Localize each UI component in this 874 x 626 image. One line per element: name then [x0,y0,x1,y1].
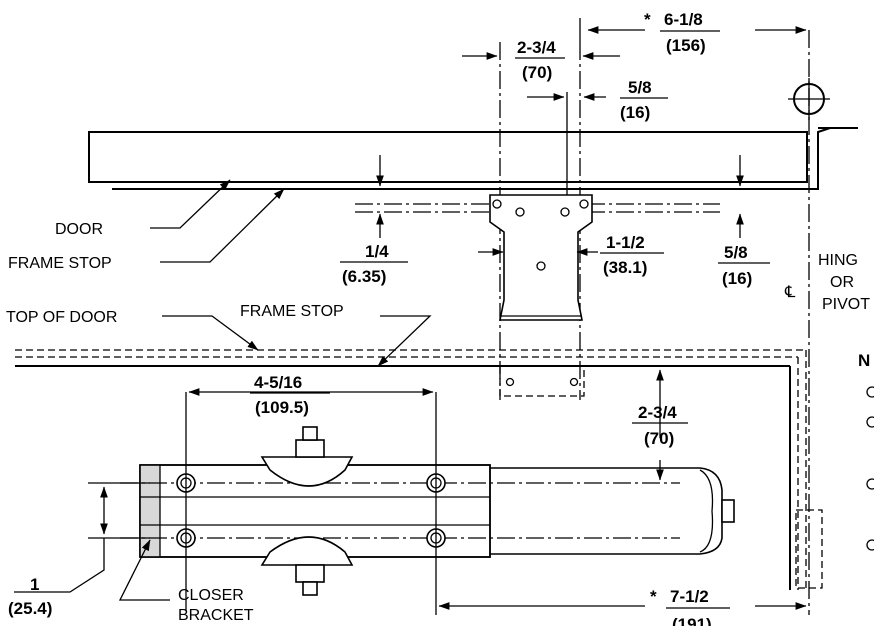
note-heading: N [858,351,870,370]
dim-2-3-4-right-inch: 2-3/4 [638,403,677,422]
closer-bracket-label-1: CLOSER [178,587,244,604]
dim-1-inch: 1 [30,575,39,594]
top-of-door-label: TOP OF DOOR [6,309,117,326]
door-top-view [88,127,858,190]
dim-1-1-2-mm: (38.1) [603,258,647,277]
dim-7-1-2-inch: 7-1/2 [670,587,709,606]
dim-1-1-2-inch: 1-1/2 [606,233,645,252]
dim-2-3-4-top-inch: 2-3/4 [517,38,556,57]
dim-7-1-2-star: * [650,587,657,606]
frame-stop-lower-label: FRAME STOP [240,303,344,320]
dim-2-3-4-right-mm: (70) [644,429,674,448]
door-outline [88,131,808,183]
dim-5-8-top-mm: (16) [620,103,650,122]
arm-shaft-bottom [260,536,354,566]
dim-6-1-8-star: * [644,10,651,29]
dim-1-4-mm: (6.35) [342,267,386,286]
hinge-label-2: OR [830,274,854,291]
frame-side-view [15,349,823,590]
dim-4-5-16-inch: 4-5/16 [254,373,302,392]
closer-bracket-label-2: BRACKET [178,607,254,624]
hinge-label-1: HING [818,252,858,269]
closer-body [120,426,735,596]
door-label: DOOR [55,221,103,238]
frame-stop-upper-label: FRAME STOP [8,255,112,272]
arm-shaft-top [260,456,354,487]
dim-1-mm: (25.4) [8,599,52,618]
dim-2-3-4-top-mm: (70) [522,63,552,82]
dim-5-8-right-inch: 5/8 [724,243,748,262]
dim-4-5-16-mm: (109.5) [255,398,309,417]
dim-6-1-8-inch: 6-1/8 [664,10,703,29]
hinge-leaf [795,509,823,589]
bracket-shading [140,465,160,557]
dim-6-1-8-mm: (156) [666,36,706,55]
frame-corner [808,127,858,190]
dim-5-8-right-mm: (16) [722,269,752,288]
centerline-symbol: ℄ [784,284,796,301]
dim-7-1-2-mm: (191) [672,615,712,626]
mounting-plate [489,194,593,321]
hinge-label-3: PIVOT [822,296,870,313]
dim-1-4-inch: 1/4 [365,242,389,261]
dim-5-8-top-inch: 5/8 [628,78,652,97]
closer-end-cap [721,499,735,523]
lower-bracket-plate [499,365,585,397]
closer-cylinder [487,467,723,555]
